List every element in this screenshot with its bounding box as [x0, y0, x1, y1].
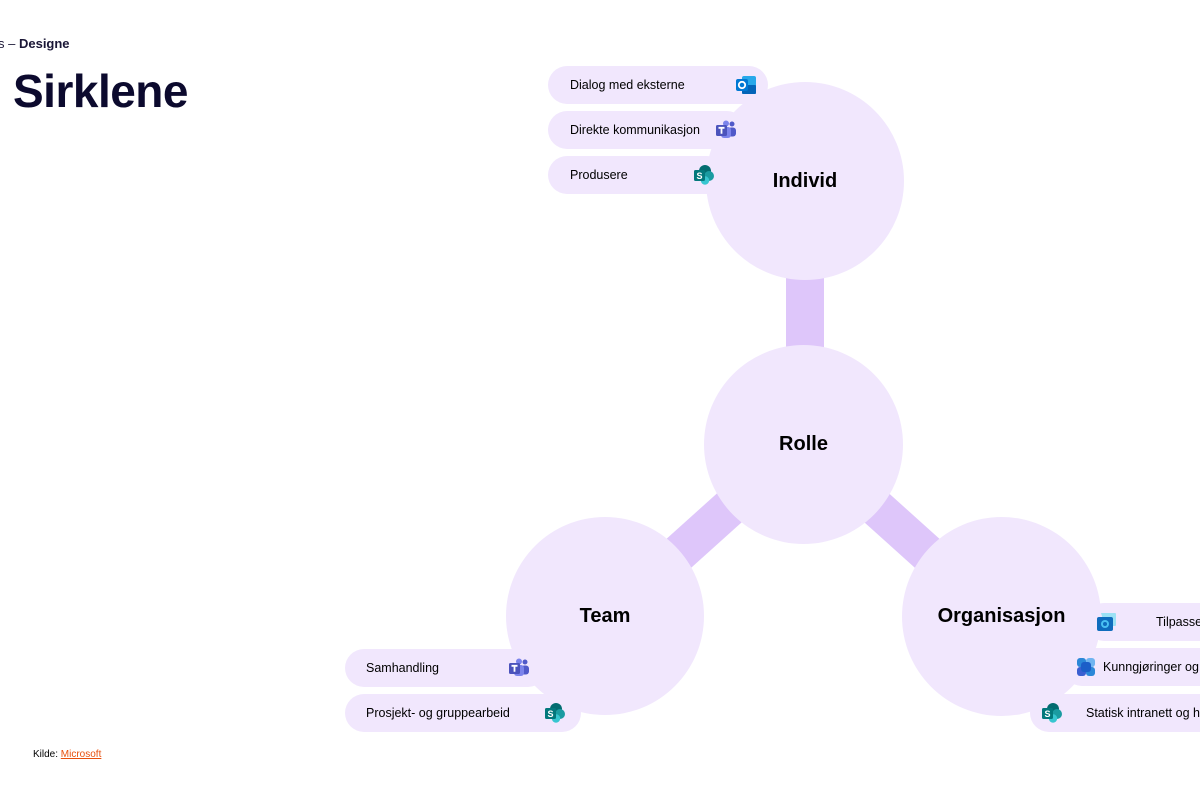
breadcrumb-current: Designe [18, 36, 70, 51]
circle-team-label: Team [579, 604, 631, 627]
pill-label: Kunngjøringer og t [1103, 660, 1200, 674]
pill-label: Direkte kommunikasjon [570, 123, 700, 137]
svg-text:S: S [547, 709, 553, 719]
power-apps-icon [1095, 611, 1117, 633]
pill-label: Tilpasse [1156, 615, 1200, 629]
pill-label: Dialog med eksterne [570, 78, 685, 92]
teams-icon [715, 119, 737, 141]
breadcrumb-prefix: s – [0, 36, 16, 51]
sharepoint-icon: S [693, 164, 715, 186]
circle-individ-label: Individ [772, 169, 838, 192]
sharepoint-icon: S [544, 702, 566, 724]
page-title: Sirklene [13, 65, 189, 117]
pill-prosjekt-og-gruppearbeid[interactable]: Prosjekt- og gruppearbeid S [345, 694, 581, 732]
pill-tilpasse[interactable]: Tilpasse [1085, 603, 1200, 641]
pill-label: Prosjekt- og gruppearbeid [366, 706, 510, 720]
circle-individ: Individ [706, 82, 904, 280]
pill-dialog-med-eksterne[interactable]: Dialog med eksterne [548, 66, 768, 104]
source-link[interactable]: Microsoft [60, 749, 102, 760]
circle-rolle: Rolle [704, 345, 903, 544]
circle-organisasjon-label: Organisasjon [937, 605, 1066, 627]
circle-rolle-label: Rolle [779, 433, 828, 455]
connector-individ-rolle [786, 272, 824, 352]
pill-label: Statisk intranett og hå [1086, 706, 1200, 720]
circle-organisasjon: Organisasjon [902, 517, 1101, 716]
svg-text:S: S [1044, 709, 1050, 719]
outlook-icon [735, 74, 757, 96]
teams-icon [508, 657, 530, 679]
pill-statisk-intranett[interactable]: Statisk intranett og hå S [1030, 694, 1200, 732]
pill-kunngjoringer[interactable]: Kunngjøringer og t [1063, 648, 1200, 686]
svg-text:S: S [696, 171, 702, 181]
pill-label: Produsere [570, 168, 628, 182]
source-note: Kilde: Microsoft [33, 749, 101, 760]
pill-produsere[interactable]: Produsere S [548, 156, 726, 194]
source-label: Kilde: [33, 749, 59, 760]
breadcrumb: s – Designe [0, 36, 70, 51]
pill-samhandling[interactable]: Samhandling [345, 649, 547, 687]
pill-direkte-kommunikasjon[interactable]: Direkte kommunikasjon [548, 111, 746, 149]
sharepoint-icon: S [1041, 702, 1063, 724]
pill-label: Samhandling [366, 661, 439, 675]
viva-connections-icon [1075, 656, 1097, 678]
